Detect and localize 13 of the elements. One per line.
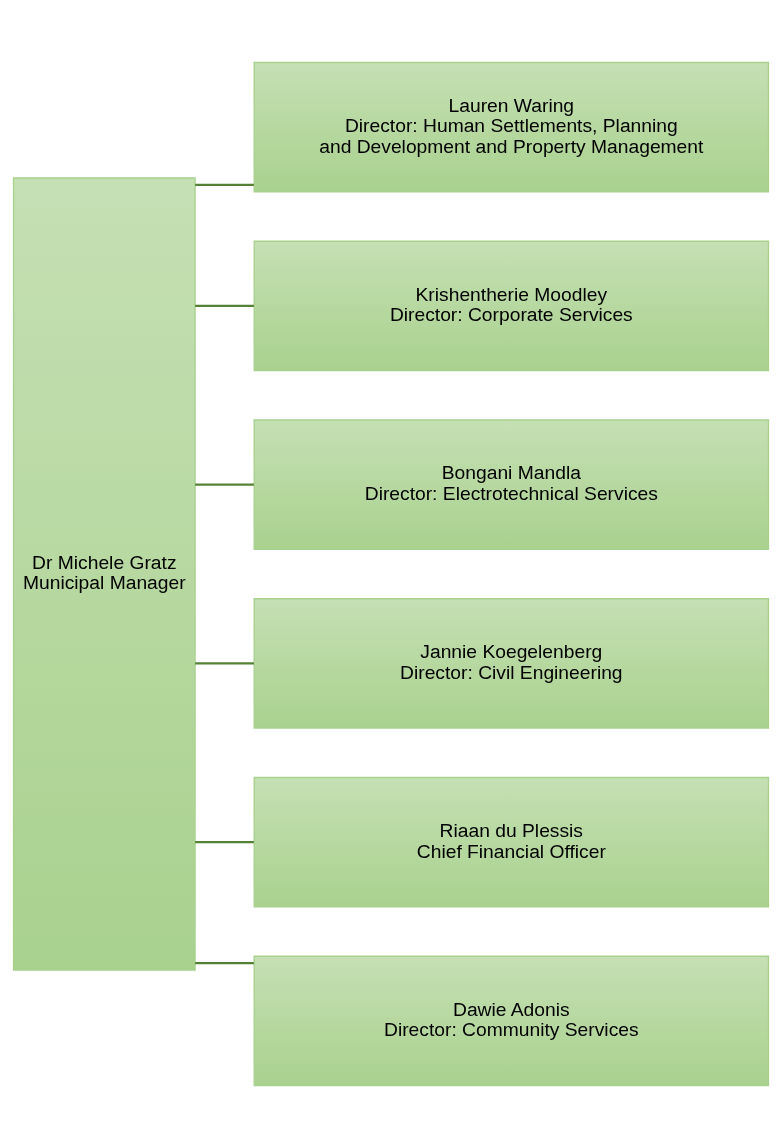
node-box: Riaan du Plessis Chief Financial Officer [253, 776, 770, 908]
connector [195, 304, 254, 307]
node-box: Dr Michele Gratz Municipal Manager [12, 177, 196, 971]
connector [195, 183, 254, 186]
node-box: Jannie Koegelenberg Director: Civil Engineering [253, 598, 770, 729]
connector [195, 962, 254, 965]
connector [195, 662, 254, 665]
node-box: Lauren Waring Director: Human Settlements, Planning and Development and Property Management [253, 61, 770, 193]
node-box: Krishentherie Moodley Director: Corporate Services [253, 240, 770, 372]
connector [195, 841, 254, 844]
node-box: Dawie Adonis Director: Community Services [253, 955, 770, 1087]
node-box: Bongani Mandla Director: Electrotechnical Services [253, 419, 770, 550]
connector [195, 483, 254, 486]
